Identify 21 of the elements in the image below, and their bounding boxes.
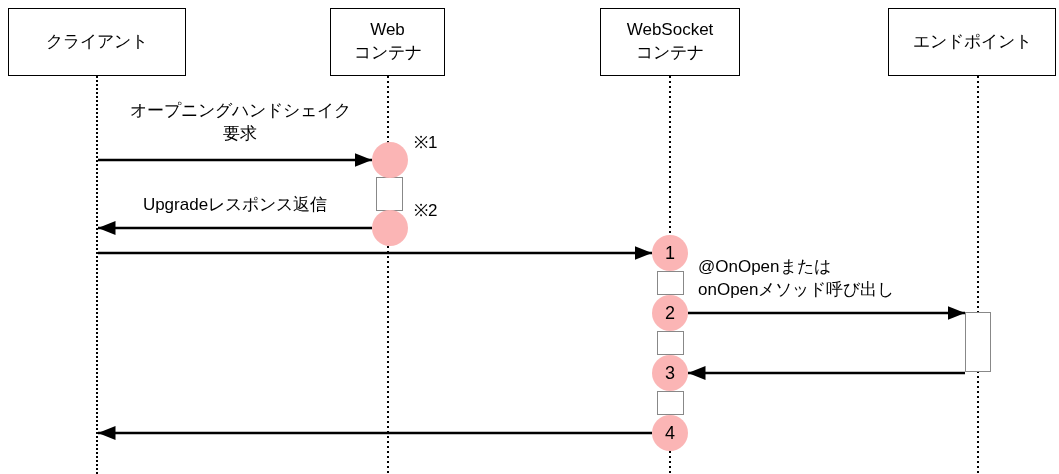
arrow bbox=[98, 153, 372, 167]
arrow bbox=[98, 426, 652, 440]
arrow bbox=[98, 246, 652, 260]
note-mark: ※2 bbox=[414, 200, 438, 222]
edge-label: @OnOpenまたは onOpenメソッド呼び出し bbox=[698, 256, 896, 301]
activation-box bbox=[965, 312, 991, 372]
arrow bbox=[688, 306, 965, 320]
activation-bar bbox=[657, 331, 684, 355]
activation-bar bbox=[376, 177, 403, 211]
note-mark: ※1 bbox=[414, 132, 438, 154]
participant-box: エンドポイント bbox=[888, 8, 1056, 76]
activation-bar bbox=[657, 271, 684, 295]
lifeline bbox=[96, 76, 98, 474]
activation-bar bbox=[657, 391, 684, 415]
edge-label: オープニングハンドシェイク要求 bbox=[128, 100, 352, 145]
participant-box: WebSocket コンテナ bbox=[600, 8, 740, 76]
arrow bbox=[688, 366, 965, 380]
arrow bbox=[98, 221, 372, 235]
participant-box: Web コンテナ bbox=[330, 8, 445, 76]
edge-label: Upgradeレスポンス返信 bbox=[141, 194, 329, 216]
participant-box: クライアント bbox=[8, 8, 186, 76]
